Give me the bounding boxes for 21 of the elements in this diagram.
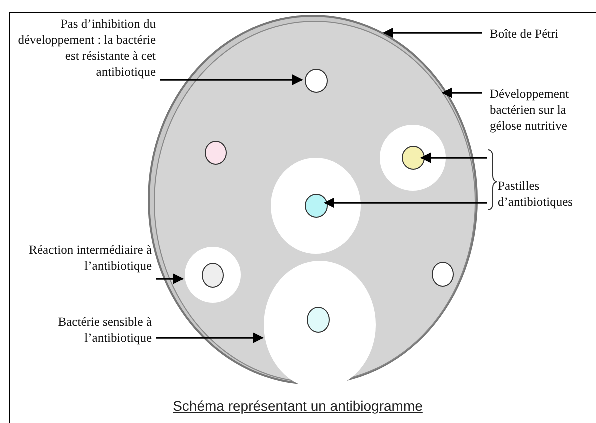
antibiotic-disc (202, 263, 224, 288)
antibiotic-disc (305, 194, 328, 218)
callout-text: Pastilles d’antibiotiques (498, 178, 594, 214)
arrow (324, 198, 487, 208)
callout-text: Réaction intermédiaire à l’antibiotique (8, 242, 152, 292)
callout-text: Bactérie sensible à l’antibiotique (8, 314, 152, 348)
arrow (156, 332, 264, 344)
antibiotic-disc (307, 307, 330, 333)
callout-text: Pas d’inhibition du développement : la bactérie est résistante à cet antibiotique (8, 16, 156, 98)
arrow (156, 274, 184, 284)
callout-text: Boîte de Pétri (490, 26, 590, 44)
arrow (442, 88, 482, 98)
arrow (420, 152, 487, 164)
antibiotic-disc (305, 69, 328, 93)
arrow (382, 28, 482, 38)
antibiotic-disc (402, 146, 425, 170)
antibiotic-disc (205, 141, 227, 165)
caption: Schéma représentant un antibiogramme (172, 398, 424, 414)
arrow (160, 74, 304, 86)
callout-text: Développement bactérien sur la gélose nutritive (490, 86, 594, 136)
antibiotic-disc (432, 262, 454, 287)
